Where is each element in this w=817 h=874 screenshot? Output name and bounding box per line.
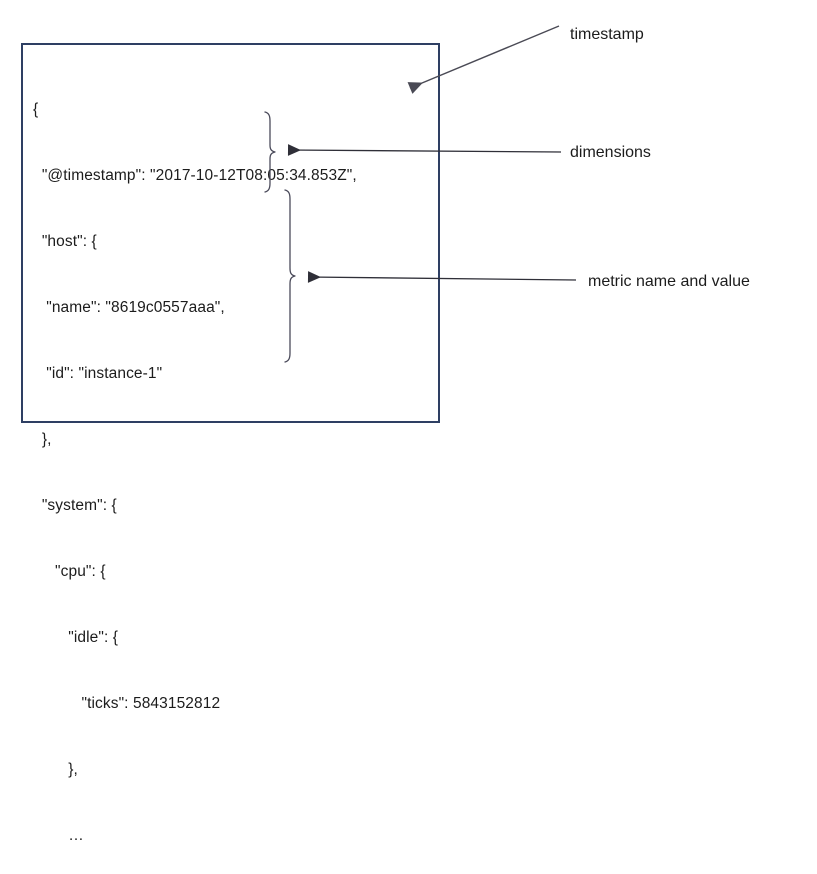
json-line: { [33,101,39,118]
json-line-system-open: "system": { [33,497,117,514]
annotation-label-dimensions: dimensions [570,144,651,161]
json-line-host-open: "host": { [33,233,97,250]
json-line-host-close: }, [33,431,52,448]
json-line-ellipsis: … [33,827,84,844]
json-line-idle-open: "idle": { [33,629,119,646]
json-document-box: { "@timestamp": "2017-10-12T08:05:34.853… [21,43,440,844]
json-line-host-id: "id": "instance-1" [33,365,163,382]
json-line-timestamp: "@timestamp": "2017-10-12T08:05:34.853Z"… [33,167,357,184]
json-line-idle-close: }, [33,761,78,778]
json-line-cpu-open: "cpu": { [33,563,106,580]
annotation-label-metric: metric name and value [588,273,750,290]
annotation-label-timestamp: timestamp [570,26,644,43]
json-line-ticks: "ticks": 5843152812 [33,695,221,712]
json-line-host-name: "name": "8619c0557aaa", [33,299,225,316]
json-code-block: { "@timestamp": "2017-10-12T08:05:34.853… [33,55,357,874]
